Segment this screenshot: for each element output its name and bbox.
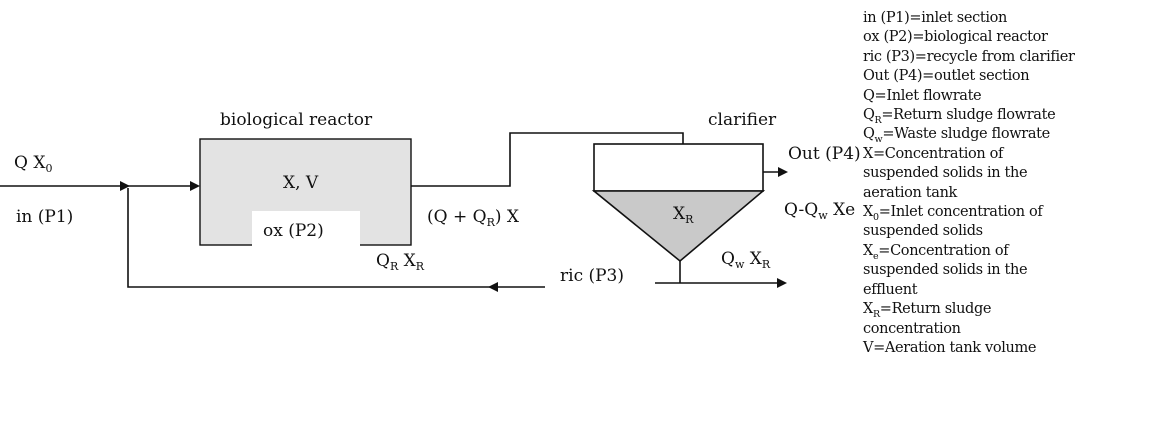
reactor-point-label: ox (P2) bbox=[263, 221, 324, 241]
legend-row: suspended solids bbox=[863, 223, 983, 240]
inlet-flow-label: Q X0 bbox=[14, 153, 52, 175]
clarifier-cone bbox=[591, 190, 766, 263]
legend: in (P1)=inlet section ox (P2)=biological… bbox=[863, 9, 1154, 358]
legend-row: X=Concentration of bbox=[863, 145, 1004, 162]
legend-row: Out (P4)=outlet section bbox=[863, 68, 1030, 85]
legend-row: Qw=Waste sludge flowrate bbox=[863, 126, 1050, 146]
legend-row: suspended solids in the bbox=[863, 165, 1028, 182]
clarifier-box bbox=[593, 143, 764, 192]
outlet-flow-label: Q-Qw Xe bbox=[784, 200, 855, 222]
reactor-label-box bbox=[252, 211, 360, 247]
legend-row: concentration bbox=[863, 320, 961, 337]
recycle-line-left bbox=[127, 188, 490, 288]
legend-row: XR=Return sludge bbox=[863, 301, 992, 320]
recycle-flow-label: QR XR bbox=[376, 251, 425, 273]
clarifier-title: clarifier bbox=[708, 110, 777, 130]
legend-row: aeration tank bbox=[863, 184, 957, 201]
legend-row: in (P1)=inlet section bbox=[863, 10, 1007, 26]
clarifier-content-label: XR bbox=[673, 204, 694, 226]
legend-row: ric (P3)=recycle from clarifier bbox=[863, 48, 1075, 65]
legend-row: effluent bbox=[863, 281, 918, 298]
legend-row: ox (P2)=biological reactor bbox=[863, 29, 1048, 46]
legend-row: Xe=Concentration of bbox=[863, 242, 1009, 262]
recycle-point-label: ric (P3) bbox=[560, 266, 624, 286]
reactor-vars: X, V bbox=[283, 173, 319, 193]
waste-flow-label: Qw XR bbox=[721, 249, 771, 271]
ric-label-box bbox=[545, 257, 655, 297]
legend-row: X0=Inlet concentration of bbox=[863, 204, 1043, 223]
reactor-outflow-label: (Q + QR) X bbox=[427, 207, 520, 229]
legend-row: Q=Inlet flowrate bbox=[863, 87, 982, 104]
legend-row: V=Aeration tank volume bbox=[863, 339, 1037, 356]
reactor-title: biological reactor bbox=[220, 110, 373, 130]
inlet-point-label: in (P1) bbox=[16, 207, 73, 227]
outlet-point-label: Out (P4) bbox=[788, 144, 861, 164]
legend-row: suspended solids in the bbox=[863, 262, 1028, 279]
legend-row: QR=Return sludge flowrate bbox=[863, 107, 1056, 126]
